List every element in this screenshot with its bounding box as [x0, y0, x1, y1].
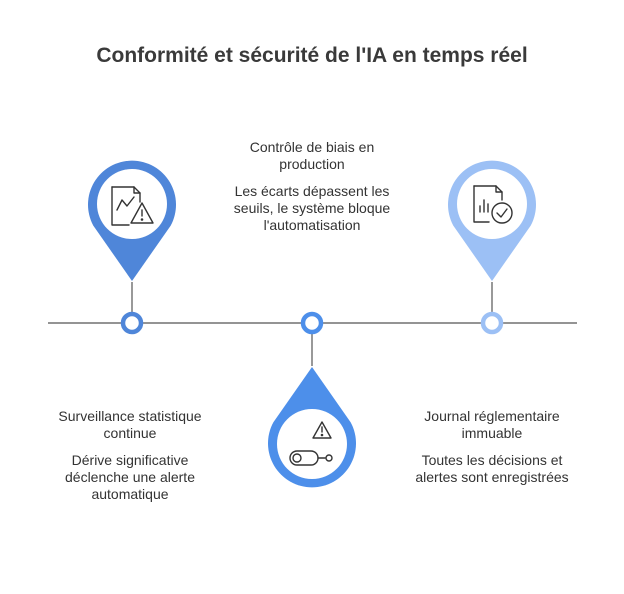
timeline-node-2 [300, 311, 324, 335]
step-3-heading: Journal réglementaire immuable [424, 408, 560, 441]
step-3-text: Journal réglementaire immuable Toutes le… [402, 408, 582, 486]
step-2-description: Les écarts dépassent les seuils, le syst… [233, 183, 391, 233]
pin-3 [448, 160, 536, 281]
pin-2 [268, 367, 356, 488]
step-3-description: Toutes les décisions et alertes sont enr… [415, 452, 569, 485]
document-check-icon [473, 185, 513, 224]
timeline-node-3 [480, 311, 504, 335]
toggle-warning-icon [289, 421, 333, 466]
page-title: Conformité et sécurité de l'IA en temps … [96, 44, 528, 67]
step-2-text: Contrôle de biais en production Les écar… [222, 139, 402, 234]
step-1-description: Dérive significative déclenche une alert… [65, 452, 195, 502]
step-1-text: Surveillance statistique continue Dérive… [40, 408, 220, 503]
chart-warning-icon [111, 186, 154, 226]
step-2-heading: Contrôle de biais en production [249, 139, 375, 172]
timeline-node-1 [120, 311, 144, 335]
step-1-heading: Surveillance statistique continue [58, 408, 202, 441]
